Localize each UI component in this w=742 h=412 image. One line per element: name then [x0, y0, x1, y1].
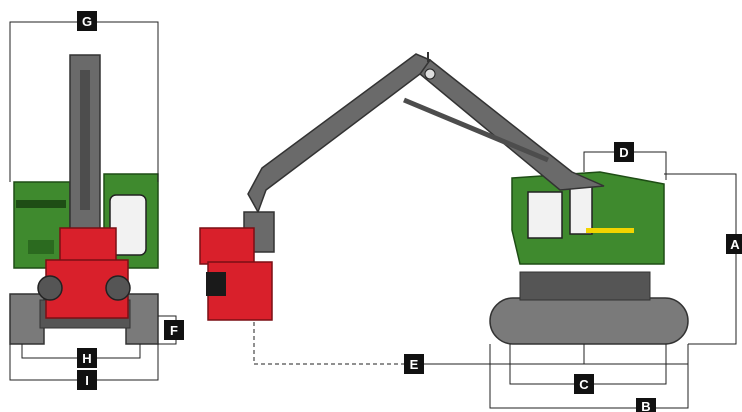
side-hydraulic-cylinder — [403, 97, 549, 163]
front-view — [9, 54, 159, 345]
label-h-badge: H — [77, 348, 97, 368]
front-head-upper — [59, 227, 117, 263]
side-stick-boom — [247, 53, 432, 214]
label-a-badge: A — [726, 234, 742, 254]
front-grille — [16, 200, 66, 208]
label-g: G — [82, 14, 92, 29]
label-e-badge: E — [404, 354, 424, 374]
label-f-badge: F — [164, 320, 184, 340]
side-saw-housing — [206, 272, 226, 296]
label-a: A — [730, 237, 740, 252]
label-f: F — [170, 323, 178, 338]
front-right-wheel-hub — [105, 275, 131, 301]
front-left-wheel-hub — [37, 275, 63, 301]
front-vent — [28, 240, 54, 254]
side-track — [489, 297, 689, 345]
front-right-track — [125, 293, 159, 345]
label-b: B — [641, 399, 650, 412]
label-c: C — [579, 377, 589, 392]
side-boom-pivot — [424, 68, 436, 80]
side-main-boom — [418, 58, 605, 191]
label-h: H — [82, 351, 91, 366]
label-i: I — [85, 373, 89, 388]
front-cab-window — [109, 194, 147, 256]
side-view — [199, 52, 689, 345]
dim-a-line — [664, 173, 737, 345]
front-boom-inner — [80, 70, 90, 210]
label-i-badge: I — [77, 370, 97, 390]
side-cab-window-1 — [527, 191, 563, 239]
front-left-track — [9, 293, 45, 345]
label-d: D — [619, 145, 628, 160]
side-yellow-stripe — [586, 228, 634, 233]
label-c-badge: C — [574, 374, 594, 394]
label-b-badge: B — [636, 398, 656, 412]
side-base — [519, 271, 651, 301]
label-d-badge: D — [614, 142, 634, 162]
dim-b-line — [489, 344, 689, 409]
side-head-upper — [199, 227, 255, 265]
label-g-badge: G — [77, 11, 97, 31]
side-cab-window-2 — [569, 185, 593, 235]
label-e: E — [410, 357, 419, 372]
